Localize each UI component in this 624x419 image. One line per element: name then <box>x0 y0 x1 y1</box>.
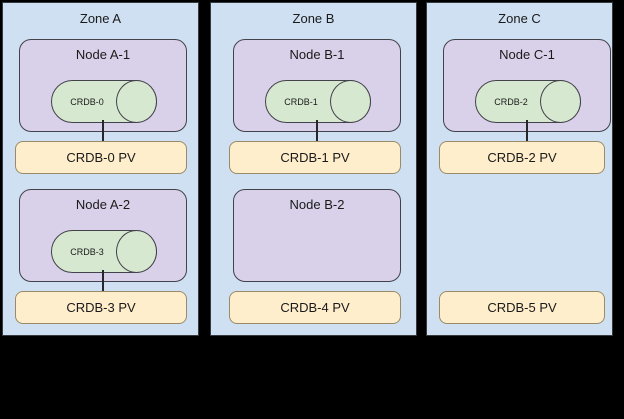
node-label: Node A-1 <box>75 47 131 62</box>
persistent-volume-box-crdb-1-pv[interactable]: CRDB-1 PV <box>229 141 401 174</box>
cylinder-end-cap <box>116 230 157 273</box>
node-box-node-b-2[interactable]: Node B-2 <box>233 189 401 282</box>
persistent-volume-label: CRDB-2 PV <box>487 150 557 165</box>
persistent-volume-label: CRDB-0 PV <box>66 150 136 165</box>
database-pod-cylinder[interactable]: CRDB-3 <box>51 230 157 273</box>
pod-to-volume-connector <box>526 120 528 144</box>
pod-to-volume-connector <box>316 120 318 144</box>
persistent-volume-box-crdb-4-pv[interactable]: CRDB-4 PV <box>229 291 401 324</box>
pod-label: CRDB-2 <box>494 96 528 107</box>
node-label: Node B-1 <box>289 47 345 62</box>
database-pod-cylinder[interactable]: CRDB-1 <box>265 80 371 123</box>
pod-to-volume-connector <box>102 120 104 144</box>
database-pod-cylinder[interactable]: CRDB-0 <box>51 80 157 123</box>
cylinder-end-cap <box>330 80 371 123</box>
persistent-volume-box-crdb-0-pv[interactable]: CRDB-0 PV <box>15 141 187 174</box>
persistent-volume-box-crdb-5-pv[interactable]: CRDB-5 PV <box>439 291 605 324</box>
zone-title: Zone A <box>79 11 122 26</box>
pod-label: CRDB-0 <box>70 96 104 107</box>
database-pod-cylinder[interactable]: CRDB-2 <box>475 80 581 123</box>
pod-label: CRDB-1 <box>284 96 318 107</box>
persistent-volume-label: CRDB-5 PV <box>487 300 557 315</box>
node-label: Node A-2 <box>75 197 131 212</box>
zone-title: Zone C <box>498 11 541 26</box>
node-label: Node C-1 <box>499 47 555 62</box>
pod-to-volume-connector <box>102 270 104 294</box>
cylinder-end-cap <box>540 80 581 123</box>
persistent-volume-label: CRDB-3 PV <box>66 300 136 315</box>
persistent-volume-label: CRDB-1 PV <box>280 150 350 165</box>
zone-title: Zone B <box>292 11 335 26</box>
persistent-volume-box-crdb-2-pv[interactable]: CRDB-2 PV <box>439 141 605 174</box>
persistent-volume-label: CRDB-4 PV <box>280 300 350 315</box>
persistent-volume-box-crdb-3-pv[interactable]: CRDB-3 PV <box>15 291 187 324</box>
cylinder-end-cap <box>116 80 157 123</box>
node-label: Node B-2 <box>289 197 345 212</box>
pod-label: CRDB-3 <box>70 246 104 257</box>
